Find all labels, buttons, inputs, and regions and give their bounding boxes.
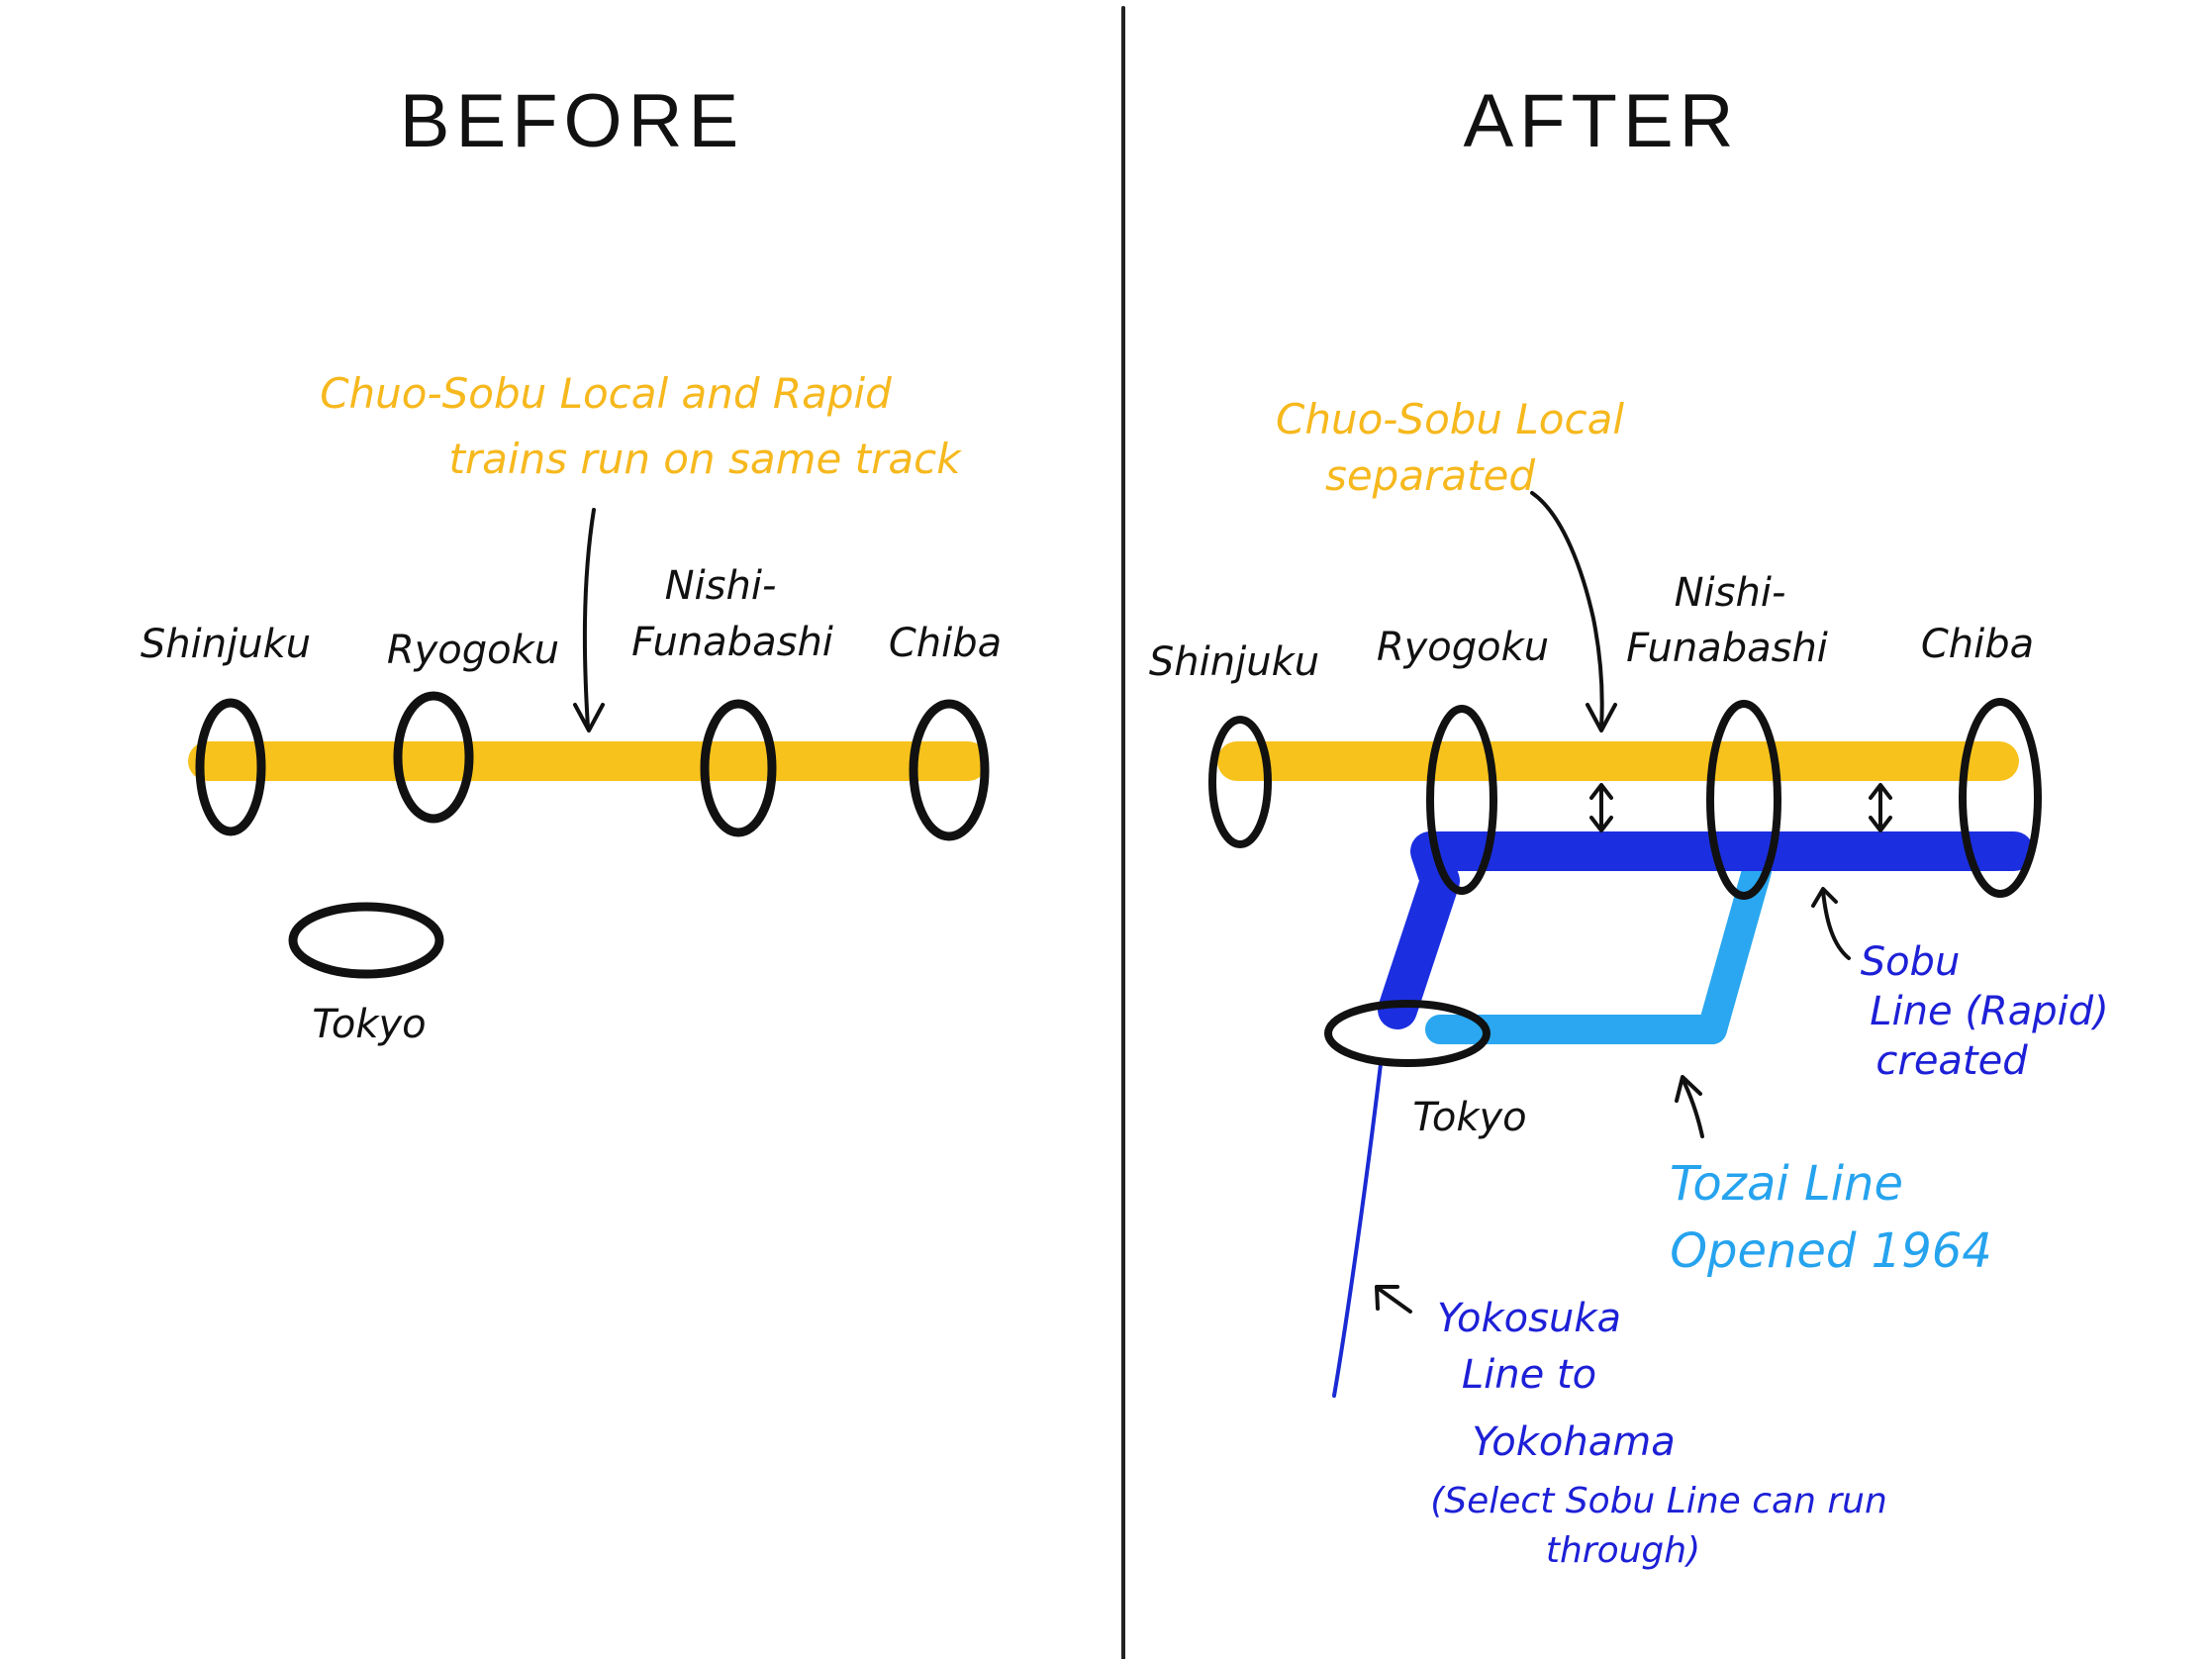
- after-title: AFTER: [1463, 79, 1739, 163]
- before-station-tokyo-marker: [288, 902, 444, 979]
- before-label-nishi-2: Funabashi: [631, 620, 833, 665]
- after-tozai-note-line2: Opened 1964: [1670, 1223, 1992, 1279]
- before-station-shinjuku-marker: [195, 698, 266, 836]
- after-yoko-note-line1: Yokosuka: [1437, 1296, 1621, 1341]
- before-label-tokyo: Tokyo: [312, 1002, 426, 1047]
- before-station-chiba-marker: [909, 699, 990, 841]
- before-station-nishi-funabashi-marker: [700, 699, 777, 837]
- after-tozai-line: [1425, 856, 1772, 1044]
- before-note-line2: trains run on same track: [448, 435, 962, 483]
- after-tozai-note-arrowhead: [1675, 1075, 1702, 1103]
- after-label-shinjuku: Shinjuku: [1149, 639, 1319, 685]
- after-yoko-note-line2: Line to: [1462, 1352, 1596, 1398]
- after-tozai-note-line1: Tozai Line: [1670, 1156, 1903, 1212]
- after-station-nishi-funabashi-marker: [1706, 700, 1781, 900]
- after-yoko-note-line5: through): [1546, 1530, 1700, 1571]
- after-sobu-note-arrowhead: [1811, 887, 1838, 908]
- after-sobu-note-line2: Line (Rapid): [1870, 989, 2108, 1034]
- after-tozai-note-arrow: [1681, 1077, 1704, 1138]
- after-sobu-note-line3: created: [1875, 1038, 2028, 1084]
- after-label-ryogoku: Ryogoku: [1377, 625, 1549, 670]
- before-label-ryogoku: Ryogoku: [387, 628, 559, 673]
- after-panel: Shinjuku Ryogoku Nishi- Funabashi Chiba …: [1149, 395, 2109, 1571]
- after-yoko-note-arrow: [1377, 1287, 1412, 1314]
- after-chuo-note-line2: separated: [1325, 451, 1535, 500]
- after-separation-arrow-1: [1589, 783, 1613, 832]
- before-note-arrow: [582, 508, 596, 730]
- before-note-line1: Chuo-Sobu Local and Rapid: [320, 369, 892, 418]
- before-station-ryogoku-marker: [393, 691, 474, 824]
- after-yoko-note-line3: Yokohama: [1472, 1419, 1676, 1465]
- before-title: BEFORE: [400, 79, 745, 163]
- after-chuo-note-line1: Chuo-Sobu Local: [1276, 395, 1624, 443]
- before-label-shinjuku: Shinjuku: [141, 622, 311, 667]
- after-label-nishi-2: Funabashi: [1626, 626, 1828, 671]
- after-station-ryogoku-marker: [1426, 705, 1497, 895]
- before-label-nishi-1: Nishi-: [665, 563, 777, 609]
- after-chuo-note-arrowhead: [1586, 703, 1617, 732]
- after-yokosuka-line: [1332, 1062, 1383, 1398]
- after-station-tokyo-marker: [1324, 1000, 1491, 1067]
- after-yoko-note-line4: (Select Sobu Line can run: [1430, 1481, 1887, 1521]
- after-label-chiba: Chiba: [1921, 622, 2034, 667]
- before-label-chiba: Chiba: [889, 621, 1002, 666]
- after-sobu-note-arrow: [1821, 889, 1851, 960]
- after-chuo-note-arrow: [1530, 491, 1604, 730]
- after-label-nishi-1: Nishi-: [1675, 570, 1786, 616]
- before-note-arrowhead: [573, 703, 605, 732]
- after-label-tokyo: Tokyo: [1412, 1095, 1526, 1140]
- before-panel: Shinjuku Ryogoku Nishi- Funabashi Chiba …: [141, 369, 1002, 1047]
- after-sobu-rapid-line: [1378, 831, 2034, 1029]
- after-separation-arrow-2: [1869, 783, 1892, 832]
- after-station-chiba-marker: [1959, 698, 2042, 898]
- after-sobu-note-line1: Sobu: [1861, 939, 1961, 985]
- after-station-shinjuku-marker: [1208, 716, 1272, 848]
- after-yoko-note-arrowhead: [1375, 1285, 1399, 1311]
